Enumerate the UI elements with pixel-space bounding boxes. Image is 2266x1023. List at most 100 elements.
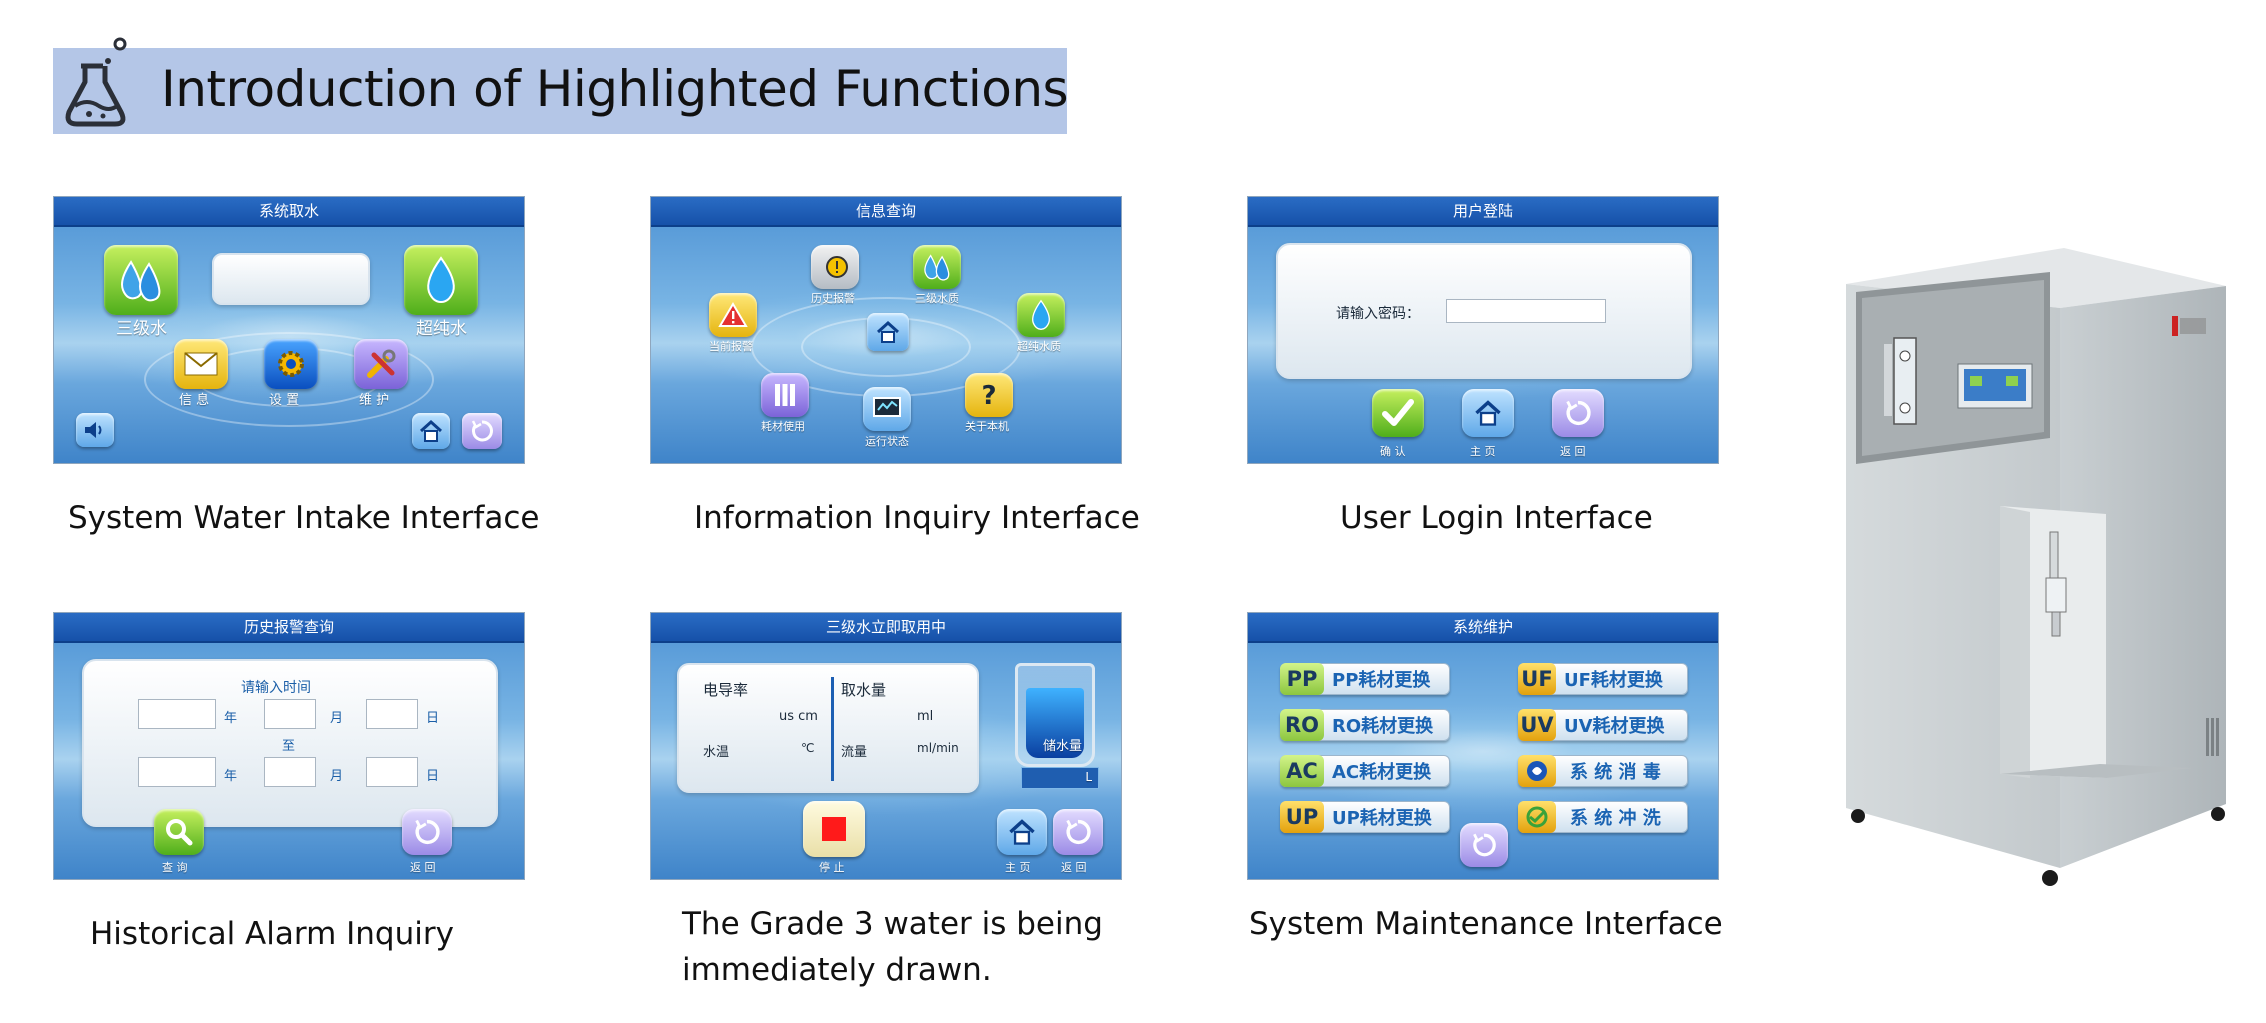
query-label: 查 询 [162, 861, 188, 874]
uv-replace-button[interactable]: UV UV耗材更换 [1518, 709, 1688, 741]
to-label: 至 [282, 739, 296, 754]
grade3-water-button[interactable] [104, 245, 178, 315]
home-label: 主 页 [1005, 861, 1031, 874]
ripple [144, 332, 434, 427]
up-replace-label: UP耗材更换 [1332, 808, 1432, 829]
disinfect-icon [1518, 755, 1556, 787]
settings-button[interactable] [264, 339, 318, 389]
disinfect-label: 系 统 消 毒 [1570, 762, 1661, 783]
refresh-back-icon [1473, 833, 1496, 857]
tank-unit: L [1085, 770, 1092, 784]
panel-header: 三级水立即取用中 [651, 613, 1121, 643]
consumables-button[interactable] [761, 373, 809, 417]
password-field[interactable] [1446, 299, 1606, 323]
end-month-field[interactable] [264, 757, 316, 787]
back-label: 返 回 [1061, 861, 1087, 874]
back-button[interactable] [1053, 809, 1103, 855]
up-replace-button[interactable]: UP UP耗材更换 [1280, 801, 1450, 833]
refresh-back-icon [415, 819, 440, 845]
back-button[interactable] [462, 413, 502, 449]
year-label: 年 [224, 769, 238, 784]
consumables-icon [775, 384, 795, 406]
home-button[interactable] [1462, 389, 1514, 437]
water-drop-icon [427, 256, 455, 304]
home-icon [876, 320, 900, 343]
speaker-icon [85, 422, 102, 438]
info-label: 信 息 [179, 393, 210, 408]
flask-icon [65, 37, 127, 127]
water-drop-icon [1032, 299, 1050, 330]
current-alarm-label: 当前报警 [709, 340, 753, 353]
back-button[interactable] [1552, 389, 1604, 437]
start-year-field[interactable] [138, 699, 216, 729]
water-drop-icon [924, 254, 950, 281]
info-button[interactable] [174, 339, 228, 389]
tank-value-field: L [1021, 767, 1099, 789]
maintain-button[interactable] [354, 339, 408, 389]
conductivity-unit: us cm [779, 709, 818, 724]
ro-replace-label: RO耗材更换 [1332, 716, 1434, 737]
flush-label: 系 统 冲 洗 [1570, 808, 1661, 829]
conductivity-label: 电导率 [703, 681, 749, 699]
end-day-field[interactable] [366, 757, 418, 787]
refresh-back-icon [1066, 819, 1091, 845]
tank-label: 储水量 [1043, 739, 1083, 754]
current-alarm-button[interactable] [709, 293, 757, 337]
history-alarm-label: 历史报警 [811, 292, 855, 305]
about-button[interactable]: ? [965, 373, 1013, 417]
ultrapure-quality-button[interactable] [1017, 293, 1065, 337]
back-label: 返 回 [1560, 445, 1586, 458]
ro-replace-button[interactable]: RO RO耗材更换 [1280, 709, 1450, 741]
pp-replace-label: PP耗材更换 [1332, 670, 1431, 691]
envelope-icon [184, 352, 218, 376]
pp-tag: PP [1280, 663, 1324, 695]
grade3-quality-button[interactable] [913, 245, 961, 289]
stop-label: 停 止 [819, 861, 845, 874]
start-month-field[interactable] [264, 699, 316, 729]
ultrapure-water-label: 超纯水 [416, 319, 467, 339]
pp-replace-button[interactable]: PP PP耗材更换 [1280, 663, 1450, 695]
flow-unit: ml/min [917, 741, 959, 755]
ultrapure-water-button[interactable] [404, 245, 478, 315]
ac-tag: AC [1280, 755, 1324, 787]
grade3-quality-label: 三级水质 [915, 292, 959, 305]
uv-tag: UV [1518, 709, 1556, 741]
sound-button[interactable] [76, 413, 114, 447]
day-label: 日 [426, 769, 440, 784]
home-icon [1475, 400, 1501, 426]
start-day-field[interactable] [366, 699, 418, 729]
history-alarm-button[interactable] [811, 245, 859, 289]
panel-header: 历史报警查询 [54, 613, 524, 643]
stop-button[interactable] [803, 801, 865, 857]
back-button[interactable] [402, 809, 452, 855]
month-label: 月 [330, 711, 344, 726]
panel-header: 系统取水 [54, 197, 524, 227]
caption-maintenance: System Maintenance Interface [1249, 906, 1723, 942]
back-button[interactable] [1460, 823, 1508, 867]
caption-history-alarm: Historical Alarm Inquiry [90, 916, 454, 952]
disinfect-button[interactable]: 系 统 消 毒 [1518, 755, 1688, 787]
home-button[interactable] [997, 809, 1047, 855]
home-button[interactable] [867, 313, 909, 351]
end-year-field[interactable] [138, 757, 216, 787]
confirm-button[interactable] [1372, 389, 1424, 437]
uf-replace-button[interactable]: UF UF耗材更换 [1518, 663, 1688, 695]
divider [831, 677, 834, 781]
about-label: 关于本机 [965, 420, 1009, 433]
panel-header: 信息查询 [651, 197, 1121, 227]
flow-label: 流量 [841, 745, 868, 760]
month-label: 月 [330, 769, 344, 784]
flush-button[interactable]: 系 统 冲 洗 [1518, 801, 1688, 833]
maintain-label: 维 护 [359, 393, 390, 408]
page-title: Introduction of Highlighted Functions [161, 60, 1069, 118]
tools-icon [367, 349, 396, 378]
draw-volume-unit: ml [917, 709, 934, 724]
home-icon [1009, 819, 1035, 845]
query-button[interactable] [154, 809, 204, 855]
time-prompt: 请输入时间 [241, 680, 311, 696]
ac-replace-button[interactable]: AC AC耗材更换 [1280, 755, 1450, 787]
home-button[interactable] [412, 413, 450, 449]
home-label: 主 页 [1470, 445, 1496, 458]
run-status-button[interactable] [863, 387, 911, 431]
